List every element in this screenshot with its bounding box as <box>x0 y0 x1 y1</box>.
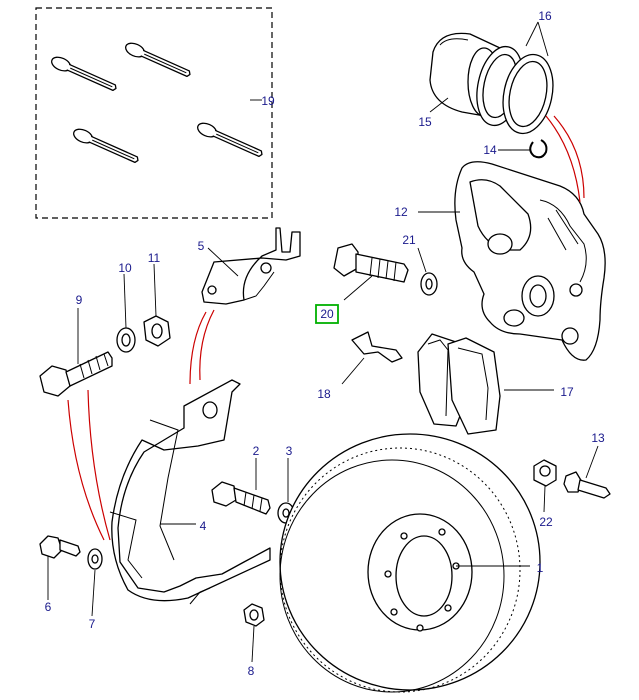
label-part-15[interactable]: 15 <box>418 115 432 129</box>
piston-seals[interactable] <box>470 42 560 138</box>
label-part-22[interactable]: 22 <box>539 515 553 529</box>
nut-11[interactable] <box>143 315 171 347</box>
wheel-stud[interactable] <box>563 471 611 499</box>
label-part-10[interactable]: 10 <box>118 261 132 275</box>
label-part-20[interactable]: 20 <box>320 307 334 321</box>
highlight-box-part-20 <box>315 304 339 324</box>
label-part-17[interactable]: 17 <box>560 385 574 399</box>
label-part-18[interactable]: 18 <box>317 387 331 401</box>
washer-21[interactable] <box>420 272 438 296</box>
brake-caliper[interactable] <box>454 161 606 361</box>
label-part-16[interactable]: 16 <box>538 9 552 23</box>
label-part-13[interactable]: 13 <box>591 431 605 445</box>
label-part-7[interactable]: 7 <box>89 617 96 631</box>
label-part-11[interactable]: 11 <box>148 251 161 265</box>
washer-10[interactable] <box>116 327 136 353</box>
nut-22[interactable] <box>533 459 557 487</box>
label-part-19[interactable]: 19 <box>261 94 275 108</box>
dust-shield[interactable] <box>109 379 271 605</box>
circlip[interactable] <box>529 139 548 159</box>
pad-retaining-clip[interactable] <box>351 331 403 363</box>
label-part-1[interactable]: 1 <box>537 561 544 575</box>
part-labels: 1 2 3 4 5 6 7 8 9 10 11 12 13 14 15 16 1… <box>45 9 605 678</box>
label-part-2[interactable]: 2 <box>253 444 260 458</box>
label-part-8[interactable]: 8 <box>248 664 255 678</box>
hex-bolt-9[interactable] <box>39 351 113 397</box>
shield-bracket[interactable] <box>201 227 301 305</box>
split-pin[interactable] <box>72 127 141 166</box>
label-part-3[interactable]: 3 <box>286 444 293 458</box>
label-part-6[interactable]: 6 <box>45 600 52 614</box>
washer-7[interactable] <box>87 548 103 570</box>
split-pin[interactable] <box>50 55 119 94</box>
split-pin[interactable] <box>196 121 265 160</box>
brake-disc[interactable] <box>279 433 541 693</box>
split-pin-kit-box <box>35 7 273 219</box>
label-part-14[interactable]: 14 <box>483 143 497 157</box>
label-part-9[interactable]: 9 <box>76 293 83 307</box>
hex-bolt-6[interactable] <box>39 535 81 559</box>
label-part-21[interactable]: 21 <box>402 233 416 247</box>
label-part-4[interactable]: 4 <box>200 519 207 533</box>
caliper-bolt[interactable] <box>333 243 409 283</box>
label-part-5[interactable]: 5 <box>198 239 205 253</box>
label-part-12[interactable]: 12 <box>394 205 408 219</box>
hex-bolt-2[interactable] <box>211 481 271 515</box>
callout-lines <box>67 115 585 541</box>
split-pin[interactable] <box>124 41 193 80</box>
nut-8[interactable] <box>243 603 265 627</box>
leader-lines <box>47 21 599 663</box>
brake-pads[interactable] <box>417 333 501 435</box>
